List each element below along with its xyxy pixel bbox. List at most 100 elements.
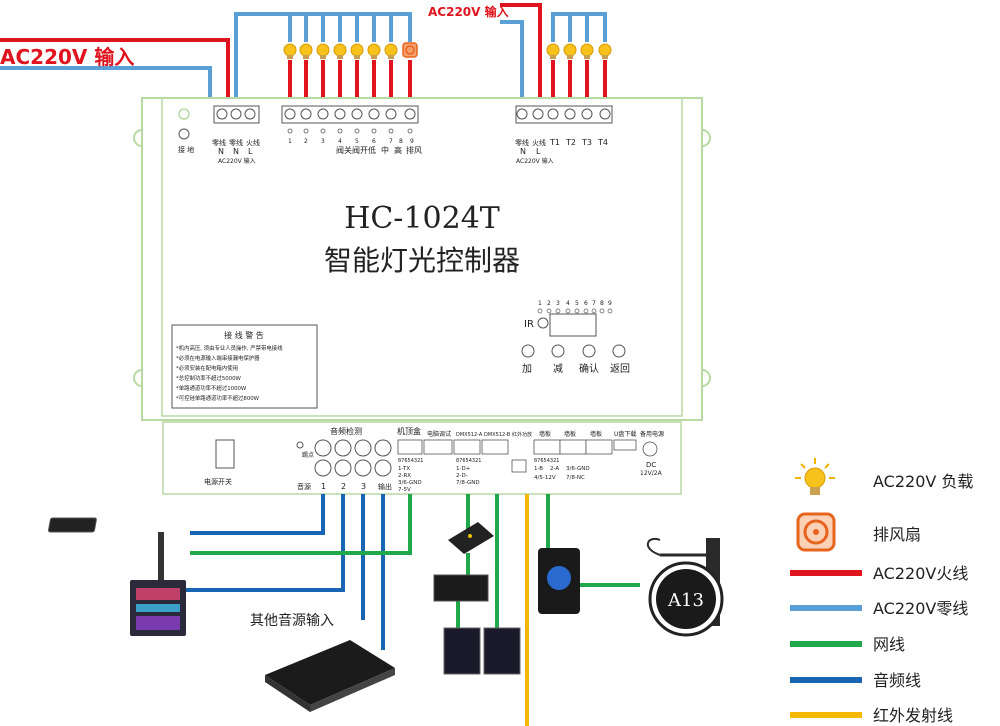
kiosk-device	[48, 517, 178, 586]
dc-spec: 12V/2A	[640, 470, 663, 477]
audio-jack-bottom-4[interactable]	[374, 459, 392, 477]
bottom-wiring	[186, 494, 640, 726]
dc-label: DC	[646, 461, 656, 469]
ir-jack[interactable]	[511, 459, 527, 473]
svg-text:*必须安装在配电箱内使用: *必须安装在配电箱内使用	[176, 364, 238, 372]
moving-head-1	[443, 627, 481, 675]
warning-title: 接 线 警 告	[224, 330, 264, 340]
backup-power-label: 备用电源	[640, 430, 664, 438]
load-bulbs-left	[283, 42, 418, 59]
bulb-icon	[598, 43, 612, 59]
left-neutral-input-wire	[0, 66, 212, 104]
audio-jack-bottom-1[interactable]	[314, 459, 332, 477]
audio-jack-top-4[interactable]	[374, 439, 392, 457]
svg-text:2-A: 2-A	[550, 466, 559, 472]
stb-label: 机顶盒	[397, 426, 421, 436]
right-terminal-letter-2: L	[536, 147, 541, 156]
pc-debug-port[interactable]	[423, 439, 453, 455]
stb-pin-code: 87654321	[398, 458, 423, 464]
mid-terminal-number-4: 4	[338, 138, 342, 145]
model-title: HC-1024T	[344, 201, 500, 236]
svg-text:2-D-: 2-D-	[456, 473, 468, 479]
svg-text:5: 5	[575, 300, 579, 307]
stb-pins: 1-TX 2-RX 3/6-GND 7-5V	[398, 466, 422, 493]
audio-detect-label: 音频检测	[330, 426, 362, 436]
mid-terminal-number-6: 6	[372, 138, 376, 145]
bulb-icon	[580, 43, 594, 59]
button-back[interactable]	[612, 344, 626, 358]
svg-text:1-D+: 1-D+	[456, 466, 471, 472]
bottom-panel: 电源开关 音频检测 踢点 音源 1 2 3 输出 机顶盒 电脑调试 DMX512…	[162, 421, 682, 495]
left-terminal-letter-2: N	[233, 147, 239, 156]
audio-jack-top-2[interactable]	[334, 439, 352, 457]
mid-terminal-block	[281, 105, 419, 124]
router-device	[265, 640, 395, 712]
right-terminal-label-6: T4	[597, 138, 608, 147]
button-plus[interactable]	[521, 344, 535, 358]
right-neutral-drops	[568, 14, 589, 42]
bulb-icon	[283, 43, 297, 59]
dmx-a-port[interactable]	[453, 439, 481, 455]
bulb-icon	[563, 43, 577, 59]
svg-text:9: 9	[608, 300, 612, 307]
power-switch[interactable]	[215, 439, 235, 469]
audio-jack-bottom-3[interactable]	[354, 459, 372, 477]
left-terminal-letter-3: L	[248, 147, 253, 156]
mixer-device	[130, 580, 186, 636]
audio-wire-1	[186, 494, 345, 592]
right-live-input-wire	[500, 3, 542, 104]
svg-text:1: 1	[538, 300, 542, 307]
ground-icon	[178, 128, 190, 140]
right-neutral-input-wire	[500, 20, 524, 104]
mid-terminal-name-2: 阀开	[352, 146, 368, 155]
dc-jack[interactable]	[642, 441, 658, 457]
mount-tab-left-bottom	[133, 369, 143, 387]
left-terminal-label-2: 零线	[229, 138, 243, 147]
audio-jack-top-1[interactable]	[314, 439, 332, 457]
wall-panel-port-1[interactable]	[533, 439, 561, 455]
wall-panel-port-3[interactable]	[585, 439, 613, 455]
svg-text:6: 6	[584, 300, 588, 307]
audio-jack-bottom-2[interactable]	[334, 459, 352, 477]
load-bulbs-right	[546, 43, 612, 59]
audio-jack-top-3[interactable]	[354, 439, 372, 457]
ground-label: 接 地	[178, 145, 194, 154]
usb-port[interactable]	[613, 439, 637, 451]
mount-tab-right-bottom	[701, 369, 711, 387]
left-terminal-letter-1: N	[218, 147, 224, 156]
legend-label-ir: 红外发射线	[873, 706, 953, 725]
mid-terminal-name-5: 高	[394, 145, 402, 155]
legend: AC220V 负载 排风扇 AC220V火线 AC220V零线 网线 音频线 红…	[790, 458, 973, 725]
wall-panel-port-2[interactable]	[559, 439, 587, 455]
right-terminal-block	[515, 105, 613, 124]
bulb-icon	[299, 43, 313, 59]
svg-text:*总控制功率不超过5000W: *总控制功率不超过5000W	[176, 374, 242, 382]
ir-receiver	[537, 317, 549, 329]
button-confirm[interactable]	[582, 344, 596, 358]
warning-lines: *机内高压, 须由专业人员操作, 严禁带电接线 *必须在电源输入端串接漏电保护器…	[176, 344, 283, 402]
ac-input-label-right: AC220V 输入	[428, 4, 509, 19]
svg-text:1-B: 1-B	[534, 466, 543, 472]
legend-label-load: AC220V 负载	[873, 472, 973, 491]
top-wiring: AC220V 输入 AC220V 输入	[0, 3, 612, 104]
mid-terminal-number-2: 2	[304, 138, 308, 145]
svg-text:4/5-12V: 4/5-12V	[534, 475, 556, 481]
pc-debug-label: 电脑调试	[427, 430, 451, 438]
svg-text:*必须在电源输入端串接漏电保护器: *必须在电源输入端串接漏电保护器	[176, 354, 260, 362]
svg-text:2-RX: 2-RX	[398, 473, 411, 479]
mid-terminal-number-1: 1	[288, 138, 292, 145]
svg-text:*可控硅单路通道功率不超过800W: *可控硅单路通道功率不超过800W	[176, 394, 260, 402]
mount-tab-left-top	[133, 129, 143, 147]
room-signboard: A13	[647, 537, 724, 637]
stb-port[interactable]	[397, 439, 423, 455]
right-terminal-label-2: 火线	[532, 138, 546, 147]
button-label-plus: 加	[522, 363, 532, 375]
devices: A13 其他音源输入	[48, 517, 724, 712]
button-minus[interactable]	[551, 344, 565, 358]
dmx-controller-device	[433, 574, 489, 602]
right-terminal-label-1: 零线	[515, 138, 529, 147]
tie-point-led	[296, 441, 304, 449]
dmx-b-port[interactable]	[481, 439, 509, 455]
mid-terminal-name-4: 中	[381, 145, 389, 155]
